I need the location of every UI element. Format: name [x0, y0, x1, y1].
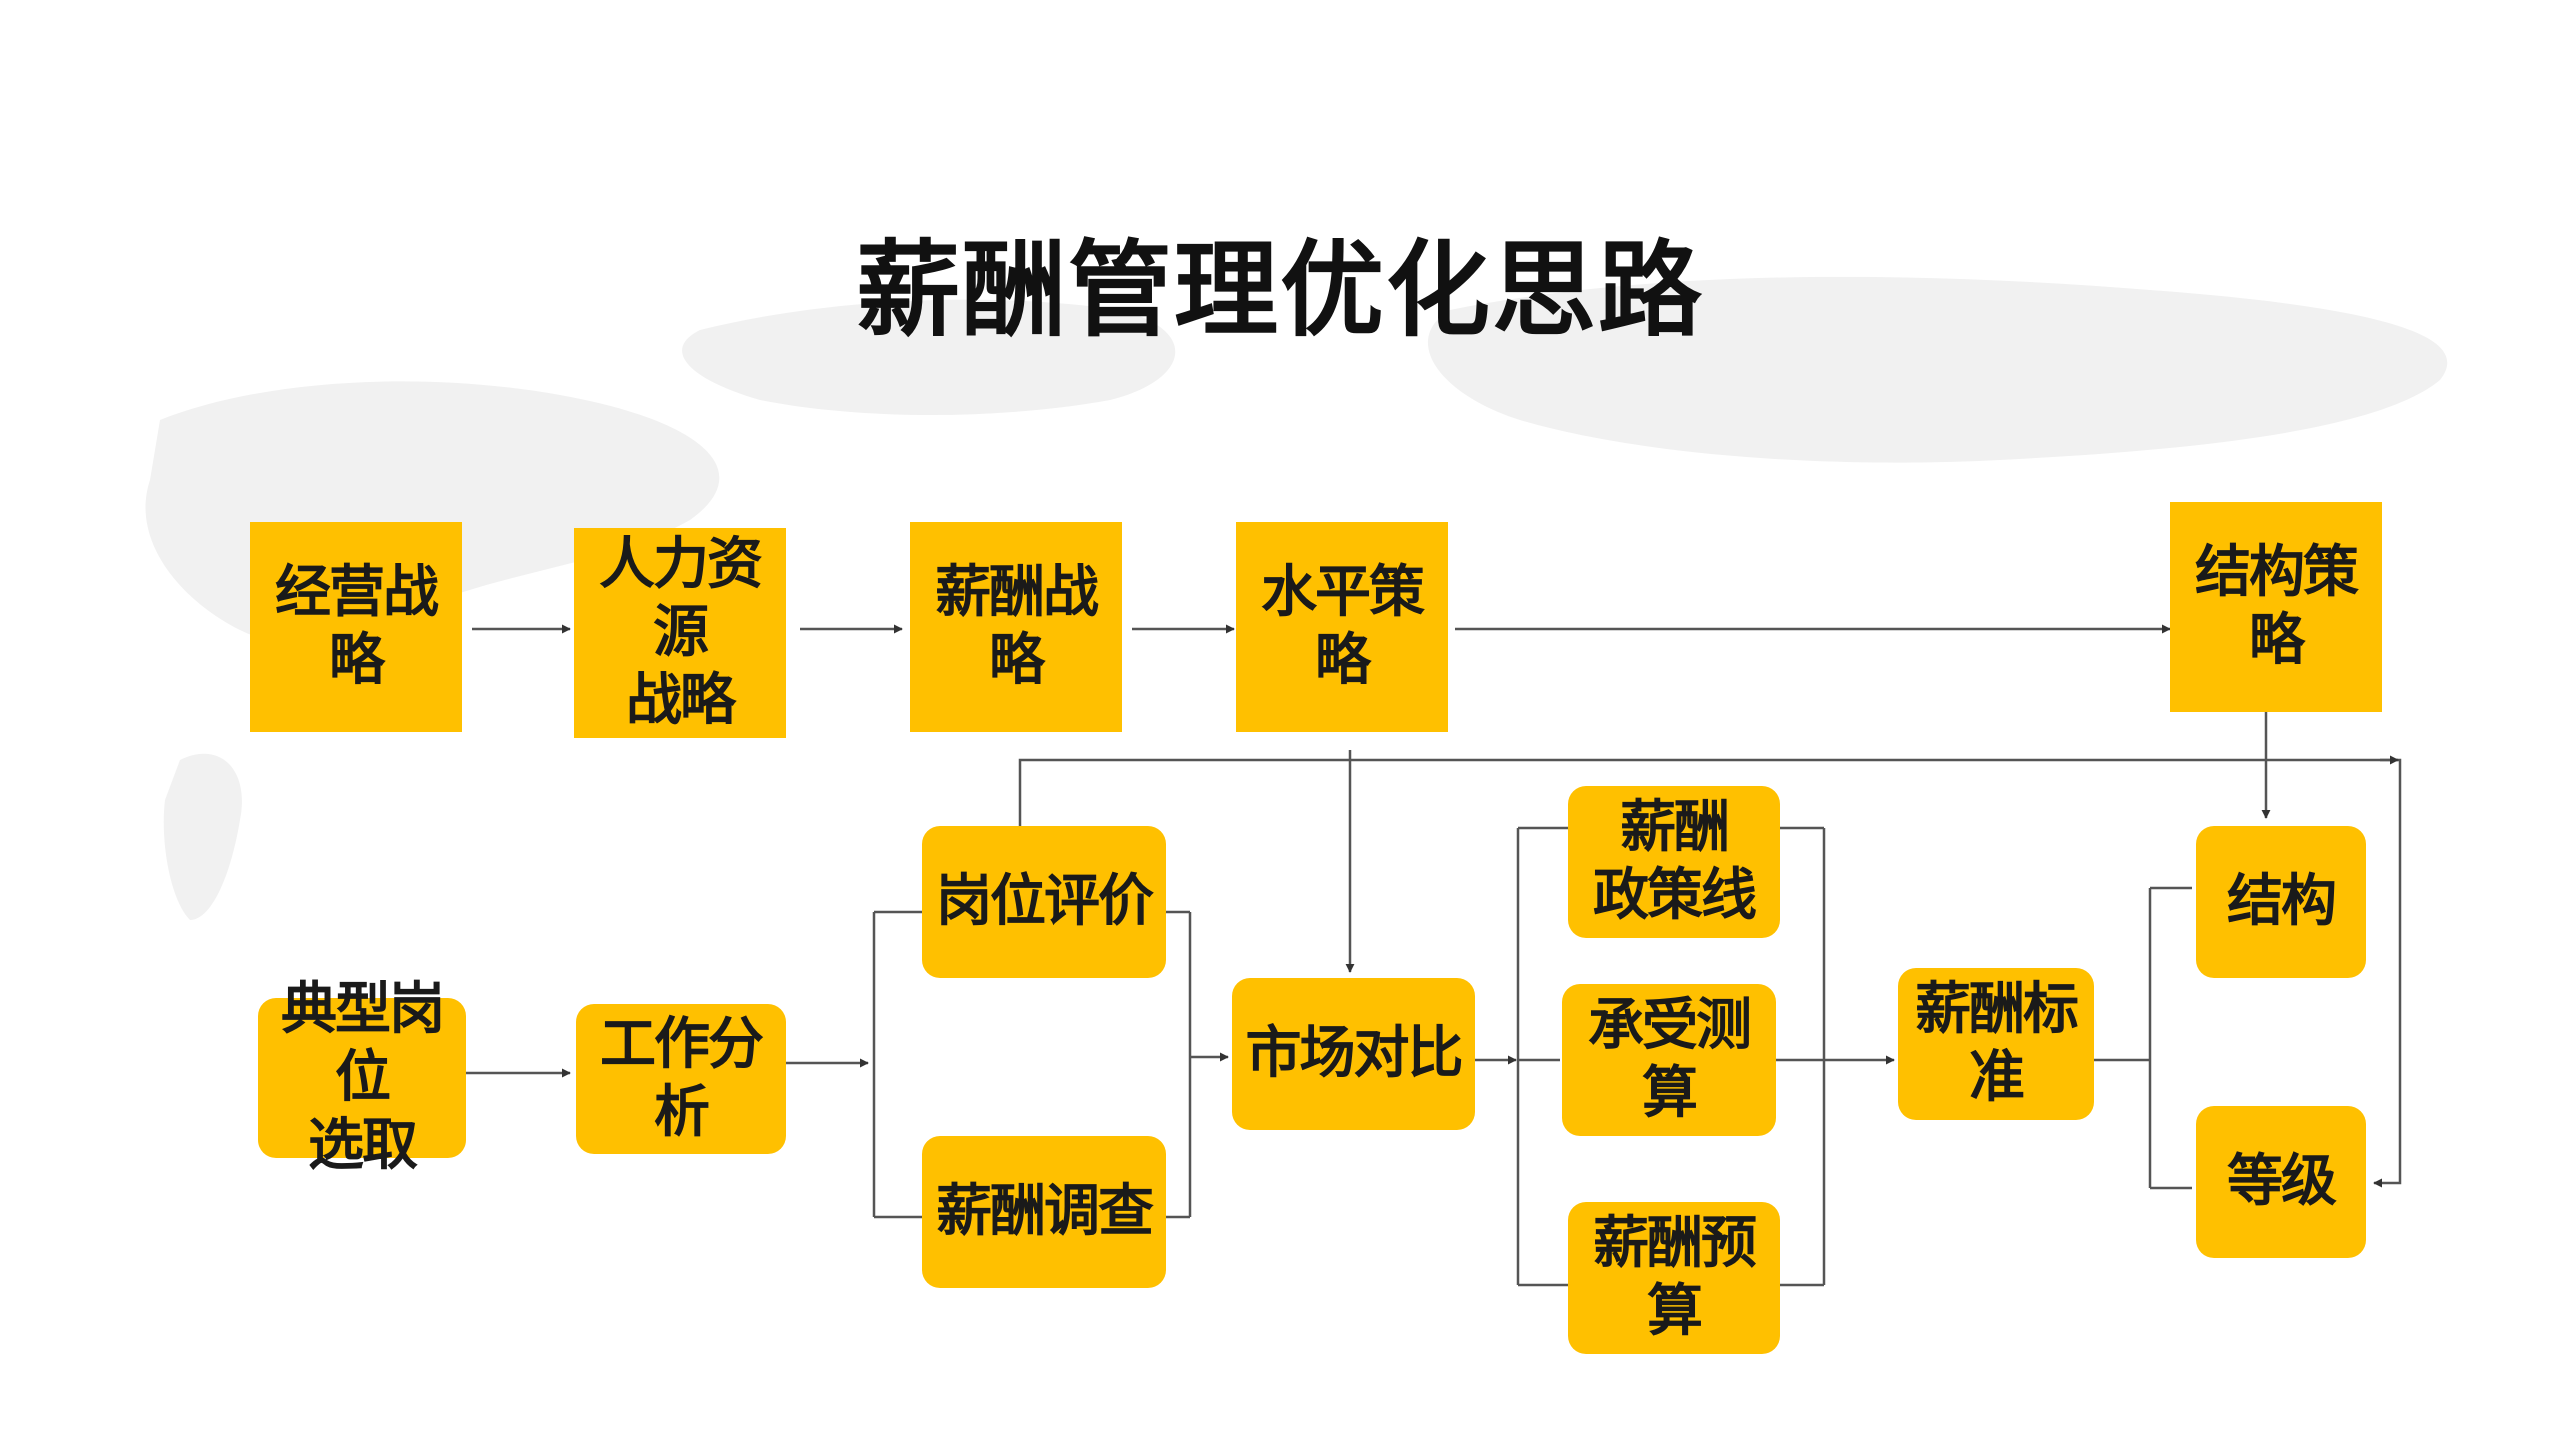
node-pay-survey: 薪酬调查 — [922, 1136, 1166, 1288]
node-affordability-calc: 承受测算 — [1562, 984, 1776, 1136]
node-business-strategy: 经营战略 — [250, 522, 462, 732]
page-title: 薪酬管理优化思路 — [855, 229, 1704, 351]
node-grade: 等级 — [2196, 1106, 2366, 1258]
node-pay-budget: 薪酬预算 — [1568, 1202, 1780, 1354]
node-pay-policy-line: 薪酬政策线 — [1568, 786, 1780, 938]
node-typical-position: 典型岗位选取 — [258, 977, 466, 1178]
arrow-evaluation-to-grade — [1018, 758, 2402, 1188]
node-pay-standard: 薪酬标准 — [1898, 968, 2094, 1120]
node-level-strategy: 水平策略 — [1236, 522, 1448, 732]
node-job-analysis: 工作分析 — [576, 1004, 786, 1154]
node-job-evaluation: 岗位评价 — [922, 826, 1166, 978]
node-structure: 结构 — [2196, 826, 2366, 978]
node-structure-strategy: 结构策略 — [2170, 502, 2382, 712]
node-hr-strategy: 人力资源战略 — [574, 528, 786, 738]
node-market-comparison: 市场对比 — [1232, 978, 1475, 1130]
node-pay-strategy: 薪酬战略 — [910, 522, 1122, 732]
